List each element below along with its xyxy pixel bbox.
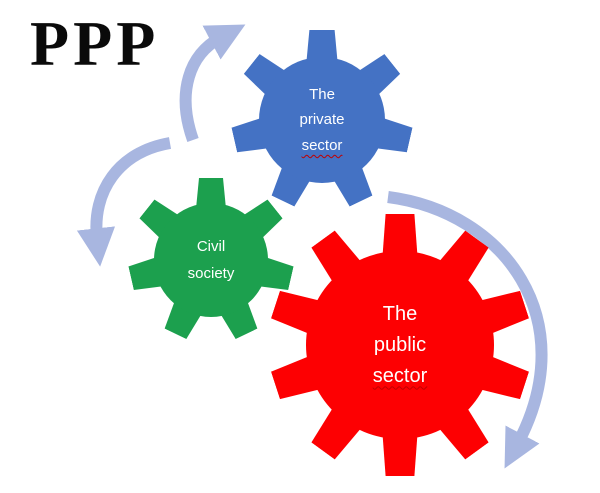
gear-label: Civil society — [129, 178, 293, 342]
gear-civil-society: Civil society — [129, 178, 293, 342]
gear-label-line: public — [373, 333, 427, 356]
gear-body — [154, 203, 268, 317]
diagram-title: PPP — [30, 8, 160, 79]
gear-label-line: private — [299, 111, 345, 129]
gear-private-sector: The private sector — [232, 30, 412, 210]
gear-body — [259, 57, 385, 183]
gear-label: The private sector — [232, 30, 412, 210]
gear-public-sector: The public sector — [269, 214, 531, 476]
gear-label-line: The — [382, 302, 418, 325]
gear-label-line: sector — [301, 136, 343, 154]
gear-label-line: society — [187, 265, 235, 282]
gear-label-line: The — [309, 85, 335, 103]
gear-label: The public sector — [269, 214, 531, 476]
arrow-to-private-sector-icon — [179, 24, 246, 143]
gear-label-line: sector — [372, 364, 428, 387]
gear-label-line: Civil — [196, 238, 226, 255]
